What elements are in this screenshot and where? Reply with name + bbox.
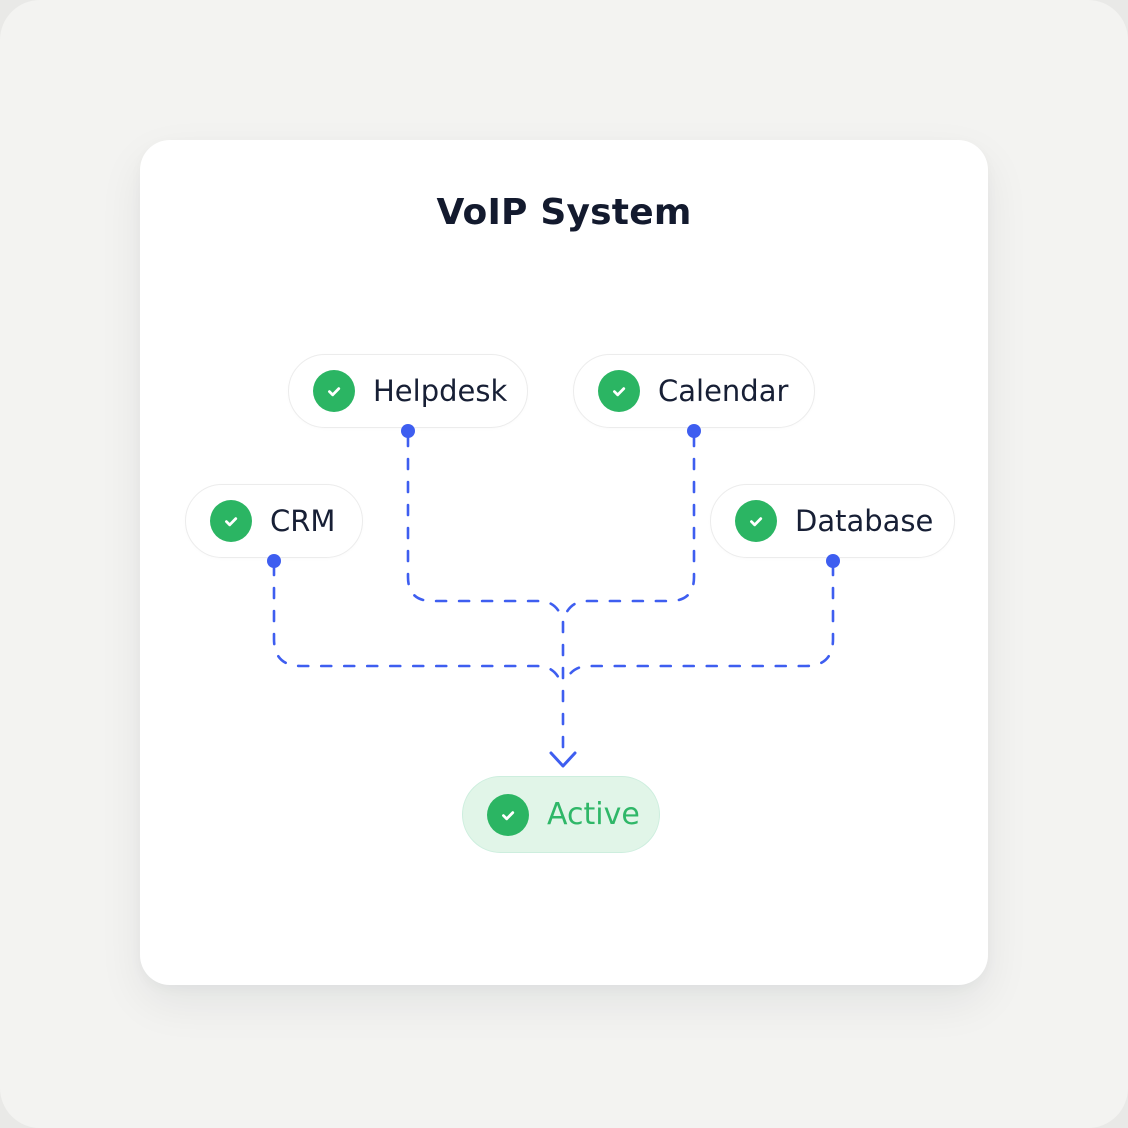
connector-helpdesk <box>406 434 564 620</box>
status-badge-active: Active <box>462 776 660 853</box>
node-crm: CRM <box>185 484 363 558</box>
card-title: VoIP System <box>436 192 692 233</box>
node-helpdesk: Helpdesk <box>288 354 528 428</box>
check-icon <box>487 793 529 836</box>
node-label: Database <box>795 504 934 538</box>
voip-system-card: VoIP System Helpdesk <box>140 140 988 985</box>
node-label: CRM <box>270 504 336 538</box>
check-icon <box>598 370 640 412</box>
node-label: Calendar <box>658 374 789 408</box>
connector-crm <box>272 563 563 685</box>
check-icon <box>210 500 252 542</box>
check-icon <box>313 370 355 412</box>
connector-database <box>563 563 835 685</box>
node-label: Helpdesk <box>373 374 508 408</box>
connector-calendar <box>562 434 696 620</box>
node-calendar: Calendar <box>573 354 815 428</box>
check-icon <box>735 500 777 542</box>
status-label: Active <box>547 797 640 832</box>
arrow-down-icon <box>549 751 577 768</box>
node-database: Database <box>710 484 955 558</box>
connector-lines <box>267 424 840 768</box>
